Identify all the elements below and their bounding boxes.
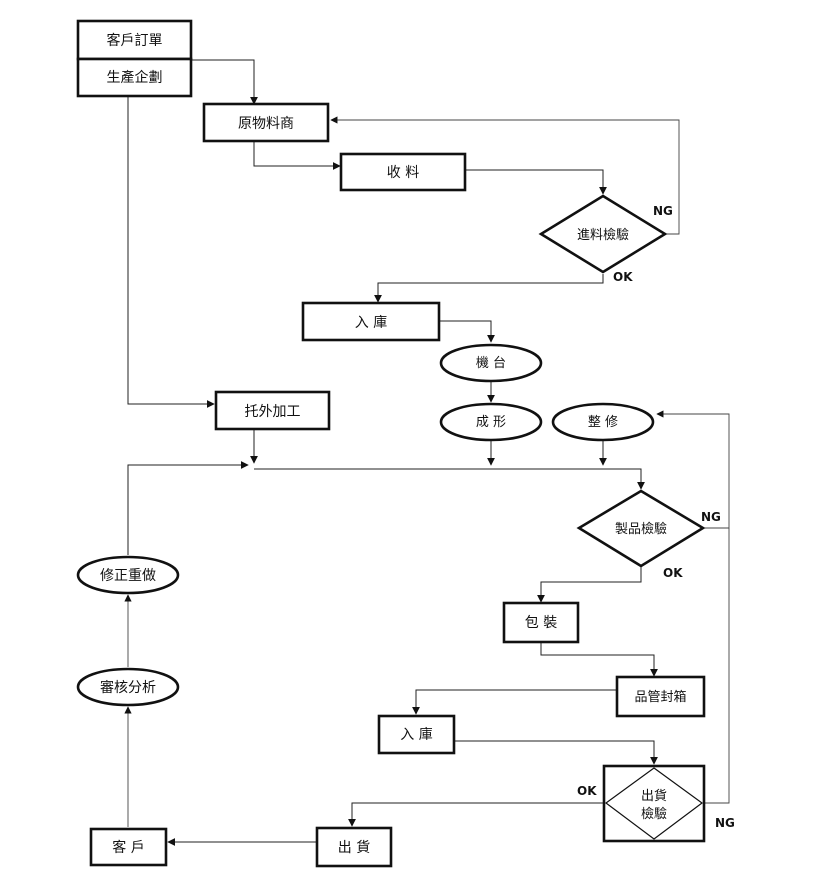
node-machine: 機 台 [439,343,543,383]
edge-merge-to-product-inspection [254,468,645,490]
node-warehouse-in-2: 入 庫 [377,714,456,755]
node-incoming-inspection: 進料檢驗 [538,194,668,274]
node-label: 客戶訂單 [107,32,163,49]
edge-incoming-ng-return [330,116,680,235]
node-customer: 客 戶 [89,827,168,867]
edge-warehouse-to-shipping-inspection [454,740,658,765]
edge-rework-to-merge [127,461,249,555]
node-label: 成 形 [476,415,506,430]
edge-product-ng-to-finishing [656,410,730,529]
node-raw-material-supplier: 原物料商 [202,102,330,143]
edge-product-inspection-to-packaging [537,567,642,603]
node-forming: 成 形 [439,402,543,442]
node-shipping-inspection: 出貨 檢驗 [602,764,706,843]
node-label: 托外加工 [245,404,301,420]
connectors [124,59,730,846]
node-finishing: 整 修 [551,402,655,442]
node-production-planning: 生產企劃 [76,57,193,98]
edge-shipping-inspection-to-shipping [348,802,606,827]
edge-shipping-ng-return [704,528,730,804]
node-label: 出 貨 [338,839,370,856]
node-label: 收 料 [387,165,419,181]
node-packaging: 包 裝 [502,601,580,644]
node-label: 機 台 [476,356,506,371]
node-label: 整 修 [588,415,618,430]
node-rework: 修正重做 [76,555,180,595]
node-label: 品管封箱 [634,689,686,705]
node-label: 審核分析 [100,680,156,696]
shipping-ng-label: NG [715,816,735,830]
node-label: 客 戶 [112,839,144,856]
node-label: 入 庫 [355,314,387,331]
node-warehouse-in-1: 入 庫 [301,301,441,342]
edge-receiving-to-inspection [466,169,607,195]
edge-qc-boxing-to-warehouse [412,689,616,715]
product-ok-label: OK [663,566,683,580]
edge-warehouse-to-machine [440,320,495,343]
node-product-inspection: 製品檢驗 [576,489,706,568]
node-label-line2: 檢驗 [641,806,667,822]
node-label: 包 裝 [525,615,557,631]
node-label-line1: 出貨 [641,788,667,804]
node-customer-order: 客戶訂單 [76,19,193,61]
node-label: 進料檢驗 [577,227,629,243]
node-review-analysis: 審核分析 [76,667,180,707]
node-shipping: 出 貨 [315,826,393,868]
edge-supplier-to-receiving [253,141,341,170]
edge-planning-to-outsourcing [127,97,215,408]
node-label: 製品檢驗 [615,521,667,537]
edge-order-to-supplier [192,59,258,105]
node-label: 生產企劃 [107,69,163,86]
edge-inspection-to-warehouse [374,274,604,303]
node-label: 修正重做 [100,568,156,584]
node-label: 原物料商 [238,116,294,132]
node-qc-boxing: 品管封箱 [615,675,706,718]
node-label: 入 庫 [400,726,432,743]
incoming-ng-label: NG [653,204,673,218]
product-ng-label: NG [701,510,721,524]
shipping-ok-label: OK [577,784,597,798]
node-receiving: 收 料 [339,152,467,192]
node-outsourced-processing: 托外加工 [214,390,331,431]
incoming-ok-label: OK [613,270,633,284]
edge-packaging-to-qc-boxing [540,643,658,677]
